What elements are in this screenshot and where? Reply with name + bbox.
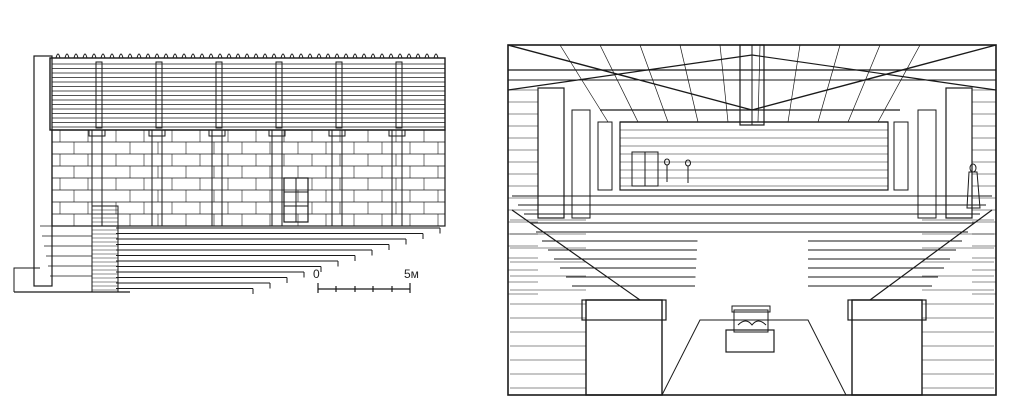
left-piers [537, 87, 613, 219]
scale-start-label: 0 [313, 267, 320, 281]
back-wall [619, 121, 889, 191]
central-altar [725, 305, 775, 353]
stepped-seating-section [116, 227, 441, 294]
roof-trusses [507, 44, 997, 126]
right-piers [893, 87, 973, 219]
scale-end-label: 5м [404, 267, 419, 281]
front-pedestals [581, 299, 927, 396]
back-wall-courses [620, 129, 888, 187]
section-elevation-drawing [13, 53, 446, 294]
roof-hatching [52, 63, 445, 128]
side-wall-masonry [508, 89, 996, 389]
side-stair [40, 205, 119, 293]
perspective-seating-rows [511, 195, 993, 301]
roof-crest-ornaments [55, 53, 439, 59]
human-figures [664, 158, 981, 209]
scale-bar [317, 283, 411, 293]
